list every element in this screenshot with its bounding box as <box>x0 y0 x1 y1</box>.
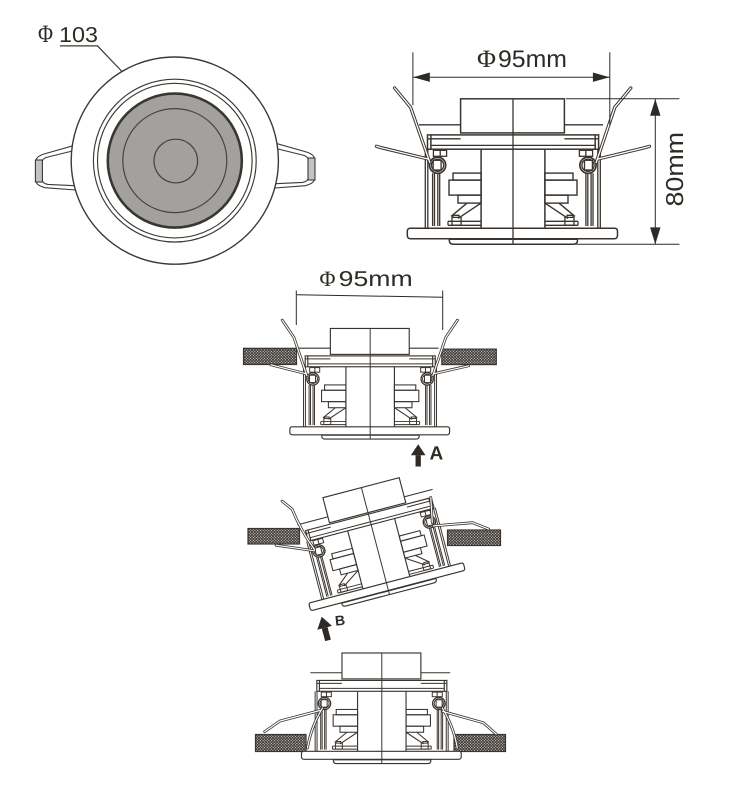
svg-text:80mm: 80mm <box>662 132 689 207</box>
svg-text:95mm: 95mm <box>498 46 567 73</box>
svg-text:95mm: 95mm <box>339 267 413 291</box>
svg-text:Φ: Φ <box>320 266 336 291</box>
svg-text:Φ: Φ <box>477 46 496 73</box>
svg-text:A: A <box>430 444 444 465</box>
svg-text:103: 103 <box>59 23 98 47</box>
svg-text:B: B <box>334 612 346 629</box>
svg-text:Φ: Φ <box>38 21 53 48</box>
